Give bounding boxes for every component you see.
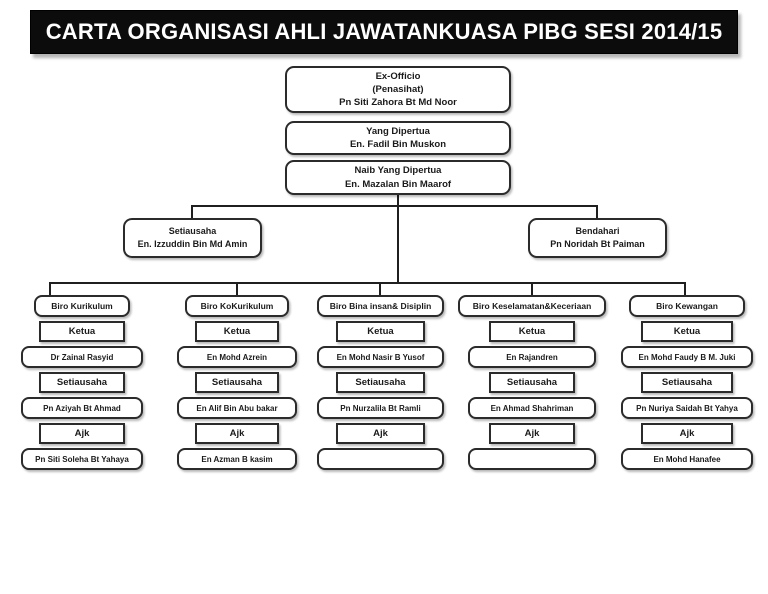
biro-title: Biro Keselamatan&Keceriaan	[458, 295, 606, 317]
role-label-ketua: Ketua	[640, 321, 734, 342]
member-name-ajk: Pn Siti Soleha Bt Yahaya	[21, 448, 143, 470]
node-yang-dipertua: Yang Dipertua En. Fadil Bin Muskon	[285, 121, 511, 155]
node-role: Naib Yang Dipertua	[354, 165, 442, 177]
biro-title: Biro Kurikulum	[34, 295, 130, 317]
page-title-bar: CARTA ORGANISASI AHLI JAWATANKUASA PIBG …	[30, 10, 738, 54]
member-name-ketua: En Rajandren	[468, 346, 596, 368]
node-role: Bendahari	[575, 226, 620, 237]
biro-title: Biro Kewangan	[628, 295, 746, 317]
node-person-name: En. Izzuddin Bin Md Amin	[137, 239, 248, 249]
biro-column-keselamatan-keceriaan: Biro Keselamatan&Keceriaan Ketua En Raja…	[458, 295, 606, 474]
node-subrole: (Penasihat)	[372, 83, 424, 95]
node-bendahari: Bendahari Pn Noridah Bt Paiman	[528, 218, 667, 258]
biro-title: Biro Bina insan& Disiplin	[317, 295, 444, 317]
role-label-ketua: Ketua	[489, 321, 575, 342]
biro-title: Biro KoKurikulum	[185, 295, 289, 317]
page-title: CARTA ORGANISASI AHLI JAWATANKUASA PIBG …	[45, 19, 723, 44]
role-label-ajk: Ajk	[336, 423, 425, 444]
member-name-setiausaha: Pn Aziyah Bt Ahmad	[21, 397, 143, 419]
biro-column-kewangan: Biro Kewangan Ketua En Mohd Faudy B M. J…	[621, 295, 753, 474]
biro-column-kokurikulum: Biro KoKurikulum Ketua En Mohd Azrein Se…	[177, 295, 297, 474]
member-name-ketua: En Mohd Faudy B M. Juki	[621, 346, 753, 368]
node-person-name: En. Mazalan Bin Maarof	[344, 178, 452, 190]
role-label-setiausaha: Setiausaha	[489, 372, 575, 393]
node-person-name: En. Fadil Bin Muskon	[349, 139, 447, 150]
member-name-ketua: En Mohd Nasir B Yusof	[317, 346, 444, 368]
node-person-name: Pn Siti Zahora Bt Md Noor	[339, 97, 457, 109]
role-label-ajk: Ajk	[640, 423, 734, 444]
biro-column-bina-insan-disiplin: Biro Bina insan& Disiplin Ketua En Mohd …	[317, 295, 444, 474]
member-name-ajk: En Azman B kasim	[177, 448, 297, 470]
role-label-setiausaha: Setiausaha	[195, 372, 279, 393]
member-name-ajk	[317, 448, 444, 470]
node-person-name: Pn Noridah Bt Paiman	[550, 239, 645, 249]
role-label-setiausaha: Setiausaha	[39, 372, 125, 393]
member-name-setiausaha: Pn Nurzalila Bt Ramli	[317, 397, 444, 419]
member-name-ajk	[468, 448, 596, 470]
node-ex-officio: Ex-Officio (Penasihat) Pn Siti Zahora Bt…	[285, 66, 511, 113]
role-label-setiausaha: Setiausaha	[640, 372, 734, 393]
member-name-ajk: En Mohd Hanafee	[621, 448, 753, 470]
member-name-ketua: Dr Zainal Rasyid	[21, 346, 143, 368]
role-label-ajk: Ajk	[489, 423, 575, 444]
role-label-ketua: Ketua	[39, 321, 125, 342]
member-name-setiausaha: En Ahmad Shahriman	[468, 397, 596, 419]
node-setiausaha: Setiausaha En. Izzuddin Bin Md Amin	[123, 218, 262, 258]
node-role: Yang Dipertua	[366, 125, 430, 137]
biro-column-kurikulum: Biro Kurikulum Ketua Dr Zainal Rasyid Se…	[21, 295, 143, 474]
member-name-setiausaha: En Alif Bin Abu bakar	[177, 397, 297, 419]
role-label-ketua: Ketua	[336, 321, 425, 342]
role-label-ajk: Ajk	[39, 423, 125, 444]
member-name-ketua: En Mohd Azrein	[177, 346, 297, 368]
role-label-setiausaha: Setiausaha	[336, 372, 425, 393]
node-naib-yang-dipertua: Naib Yang Dipertua En. Mazalan Bin Maaro…	[285, 160, 511, 195]
node-role: Ex-Officio	[375, 70, 421, 82]
member-name-setiausaha: Pn Nuriya Saidah Bt Yahya	[621, 397, 753, 419]
role-label-ajk: Ajk	[195, 423, 279, 444]
role-label-ketua: Ketua	[195, 321, 279, 342]
node-role: Setiausaha	[168, 226, 217, 237]
